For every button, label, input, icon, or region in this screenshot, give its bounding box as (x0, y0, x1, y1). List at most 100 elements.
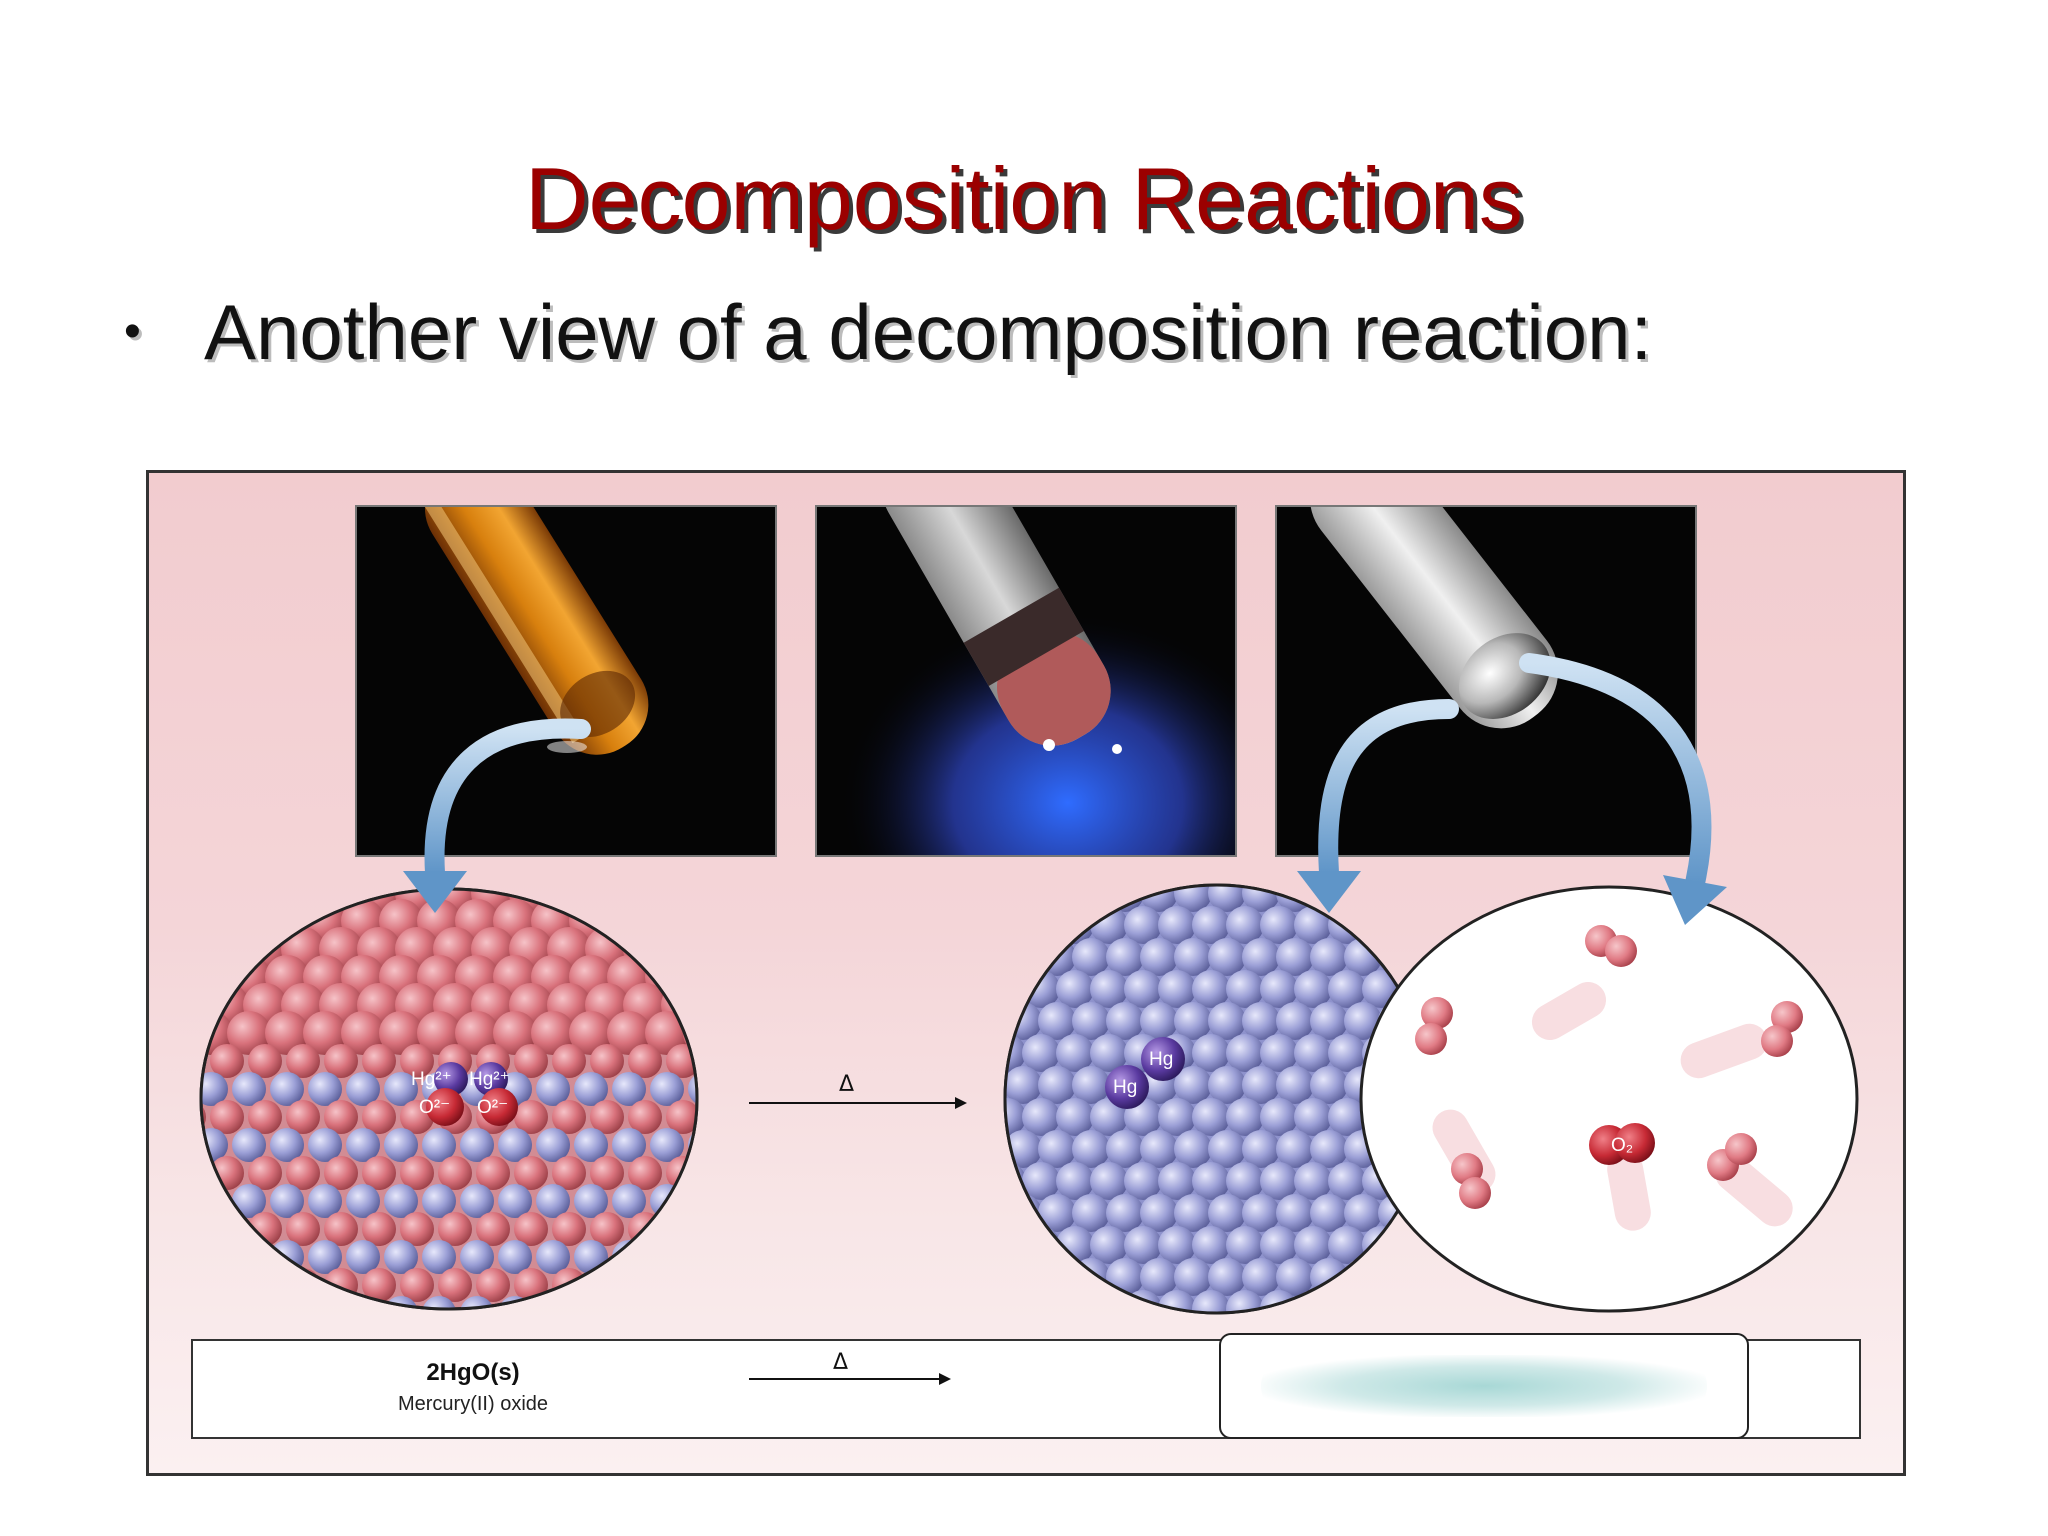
lattice-sphere (346, 1072, 380, 1106)
mercury-atom-sphere (1106, 1194, 1144, 1232)
lattice-sphere (324, 1156, 358, 1190)
lattice-sphere (552, 1156, 586, 1190)
lattice-sphere (552, 1100, 586, 1134)
equation-arrow: Δ (749, 1350, 951, 1385)
mercury-atom-sphere (1260, 1226, 1298, 1264)
mercury-atom-sphere (1106, 938, 1144, 976)
bullet-text: Another view of a decomposition reaction… (204, 288, 1653, 376)
mercury-atom-sphere (1056, 1162, 1094, 1200)
lattice-sphere (341, 1011, 385, 1055)
lattice-sphere (227, 1011, 271, 1055)
mercury-atom-sphere (1208, 938, 1246, 976)
mercury-atom-sphere (1158, 1226, 1196, 1264)
reaction-equation-box: 2HgO(s) Mercury(II) oxide Δ (191, 1333, 1861, 1439)
oxide-ion-label-2: O²⁻ (477, 1097, 508, 1118)
hg-atom-1 (1141, 1037, 1185, 1081)
mercury-atom-sphere (1294, 1098, 1332, 1136)
mercury-atom-sphere (1192, 1162, 1230, 1200)
mercury-atom-sphere (1242, 1258, 1280, 1296)
mercury-atom-sphere (1005, 938, 1042, 976)
lattice-sphere (281, 889, 325, 915)
mercury-atom-sphere (1226, 970, 1264, 1008)
lattice-sphere (324, 1100, 358, 1134)
lattice-sphere (232, 1184, 266, 1218)
mercury-atom-sphere (1276, 938, 1314, 976)
mercury-atom-sphere (1260, 1290, 1298, 1313)
o2-molecule-2 (1415, 997, 1453, 1055)
lattice-sphere (308, 1128, 342, 1162)
lattice-sphere (346, 1296, 380, 1309)
lattice-sphere (742, 1268, 776, 1302)
mercury-atom-sphere (1192, 1034, 1230, 1072)
lattice-sphere (612, 1128, 646, 1162)
mercury-atom-sphere (1208, 1194, 1246, 1232)
mercury-atom-sphere (1022, 1226, 1060, 1264)
mercury-atom-sphere (1242, 1130, 1280, 1168)
lattice-sphere (438, 1156, 472, 1190)
lattice-sphere (590, 1156, 624, 1190)
lattice-sphere (590, 1268, 624, 1302)
equation-products-box (1219, 1333, 1749, 1439)
slide-title: Decomposition Reactions (525, 149, 1523, 248)
molecular-illustration: Hg²⁺ Hg²⁺ O²⁻ O²⁻ Δ Hg Hg (199, 653, 1859, 1315)
mercury-atom-sphere (1276, 1194, 1314, 1232)
lattice-sphere (628, 1044, 662, 1078)
mercury-atom-sphere (1226, 1034, 1264, 1072)
hg-ion-2 (474, 1062, 508, 1096)
lattice-sphere (688, 1072, 697, 1106)
mercury-atom-sphere (1174, 885, 1212, 912)
lattice-sphere (683, 955, 697, 999)
mercury-atom-sphere (1072, 1002, 1110, 1040)
lattice-sphere (585, 889, 629, 915)
lattice-sphere (362, 1156, 396, 1190)
lattice-sphere (569, 1011, 613, 1055)
equation-reactant-formula: 2HgO(s) (426, 1359, 520, 1386)
mercury-atom-sphere (1310, 1002, 1348, 1040)
mercury-atom-sphere (1294, 1034, 1332, 1072)
lattice-sphere (210, 1100, 244, 1134)
lattice-sphere (721, 899, 765, 943)
lattice-sphere (346, 1240, 380, 1274)
mercury-atom-sphere (1328, 1226, 1366, 1264)
mercury-atom-sphere (1174, 1066, 1212, 1104)
lattice-sphere (308, 1240, 342, 1274)
lattice-sphere (628, 1100, 662, 1134)
lattice-sphere (384, 1184, 418, 1218)
mercury-atom-sphere (1226, 1162, 1264, 1200)
mercury-atom-sphere (1260, 906, 1298, 944)
lattice-sphere (232, 1128, 266, 1162)
mercury-atom-sphere (1056, 1034, 1094, 1072)
lattice-sphere (666, 1268, 697, 1302)
mercury-atom-sphere (1005, 938, 1008, 976)
lattice-sphere (498, 1128, 532, 1162)
lattice-sphere (201, 927, 211, 971)
lattice-sphere (286, 1268, 320, 1302)
lattice-sphere (232, 1240, 266, 1274)
lattice-sphere (514, 1100, 548, 1134)
mercury-atom-sphere (1310, 1130, 1348, 1168)
oxide-ion-label-1: O²⁻ (419, 1097, 450, 1118)
zoom-arrow-2 (1318, 699, 1459, 883)
lattice-sphere (438, 1268, 472, 1302)
mercury-atom-sphere (1140, 1194, 1178, 1232)
lattice-sphere (400, 1212, 434, 1246)
lattice-sphere (759, 1011, 803, 1055)
lattice-sphere (201, 899, 233, 943)
lattice-sphere (742, 1100, 776, 1134)
mercury-atom-sphere (1056, 1290, 1094, 1313)
lattice-sphere (699, 927, 743, 971)
mercury-atom-sphere (1022, 1034, 1060, 1072)
lattice-sphere (683, 899, 697, 943)
mercury-atom-sphere (1158, 906, 1196, 944)
lattice-sphere (460, 1296, 494, 1309)
lattice-sphere (384, 1296, 418, 1309)
mercury-atom-sphere (1294, 970, 1332, 1008)
mercury-atom-sphere (1276, 1130, 1314, 1168)
mercury-atom-sphere (1005, 1066, 1008, 1104)
zoom-arrow-3 (1519, 653, 1712, 893)
equation-delta-symbol: Δ (833, 1350, 848, 1375)
lattice-sphere (704, 1100, 738, 1134)
mercury-atom-sphere (1294, 1226, 1332, 1264)
lattice-sphere (726, 1184, 760, 1218)
lattice-sphere (248, 1100, 282, 1134)
